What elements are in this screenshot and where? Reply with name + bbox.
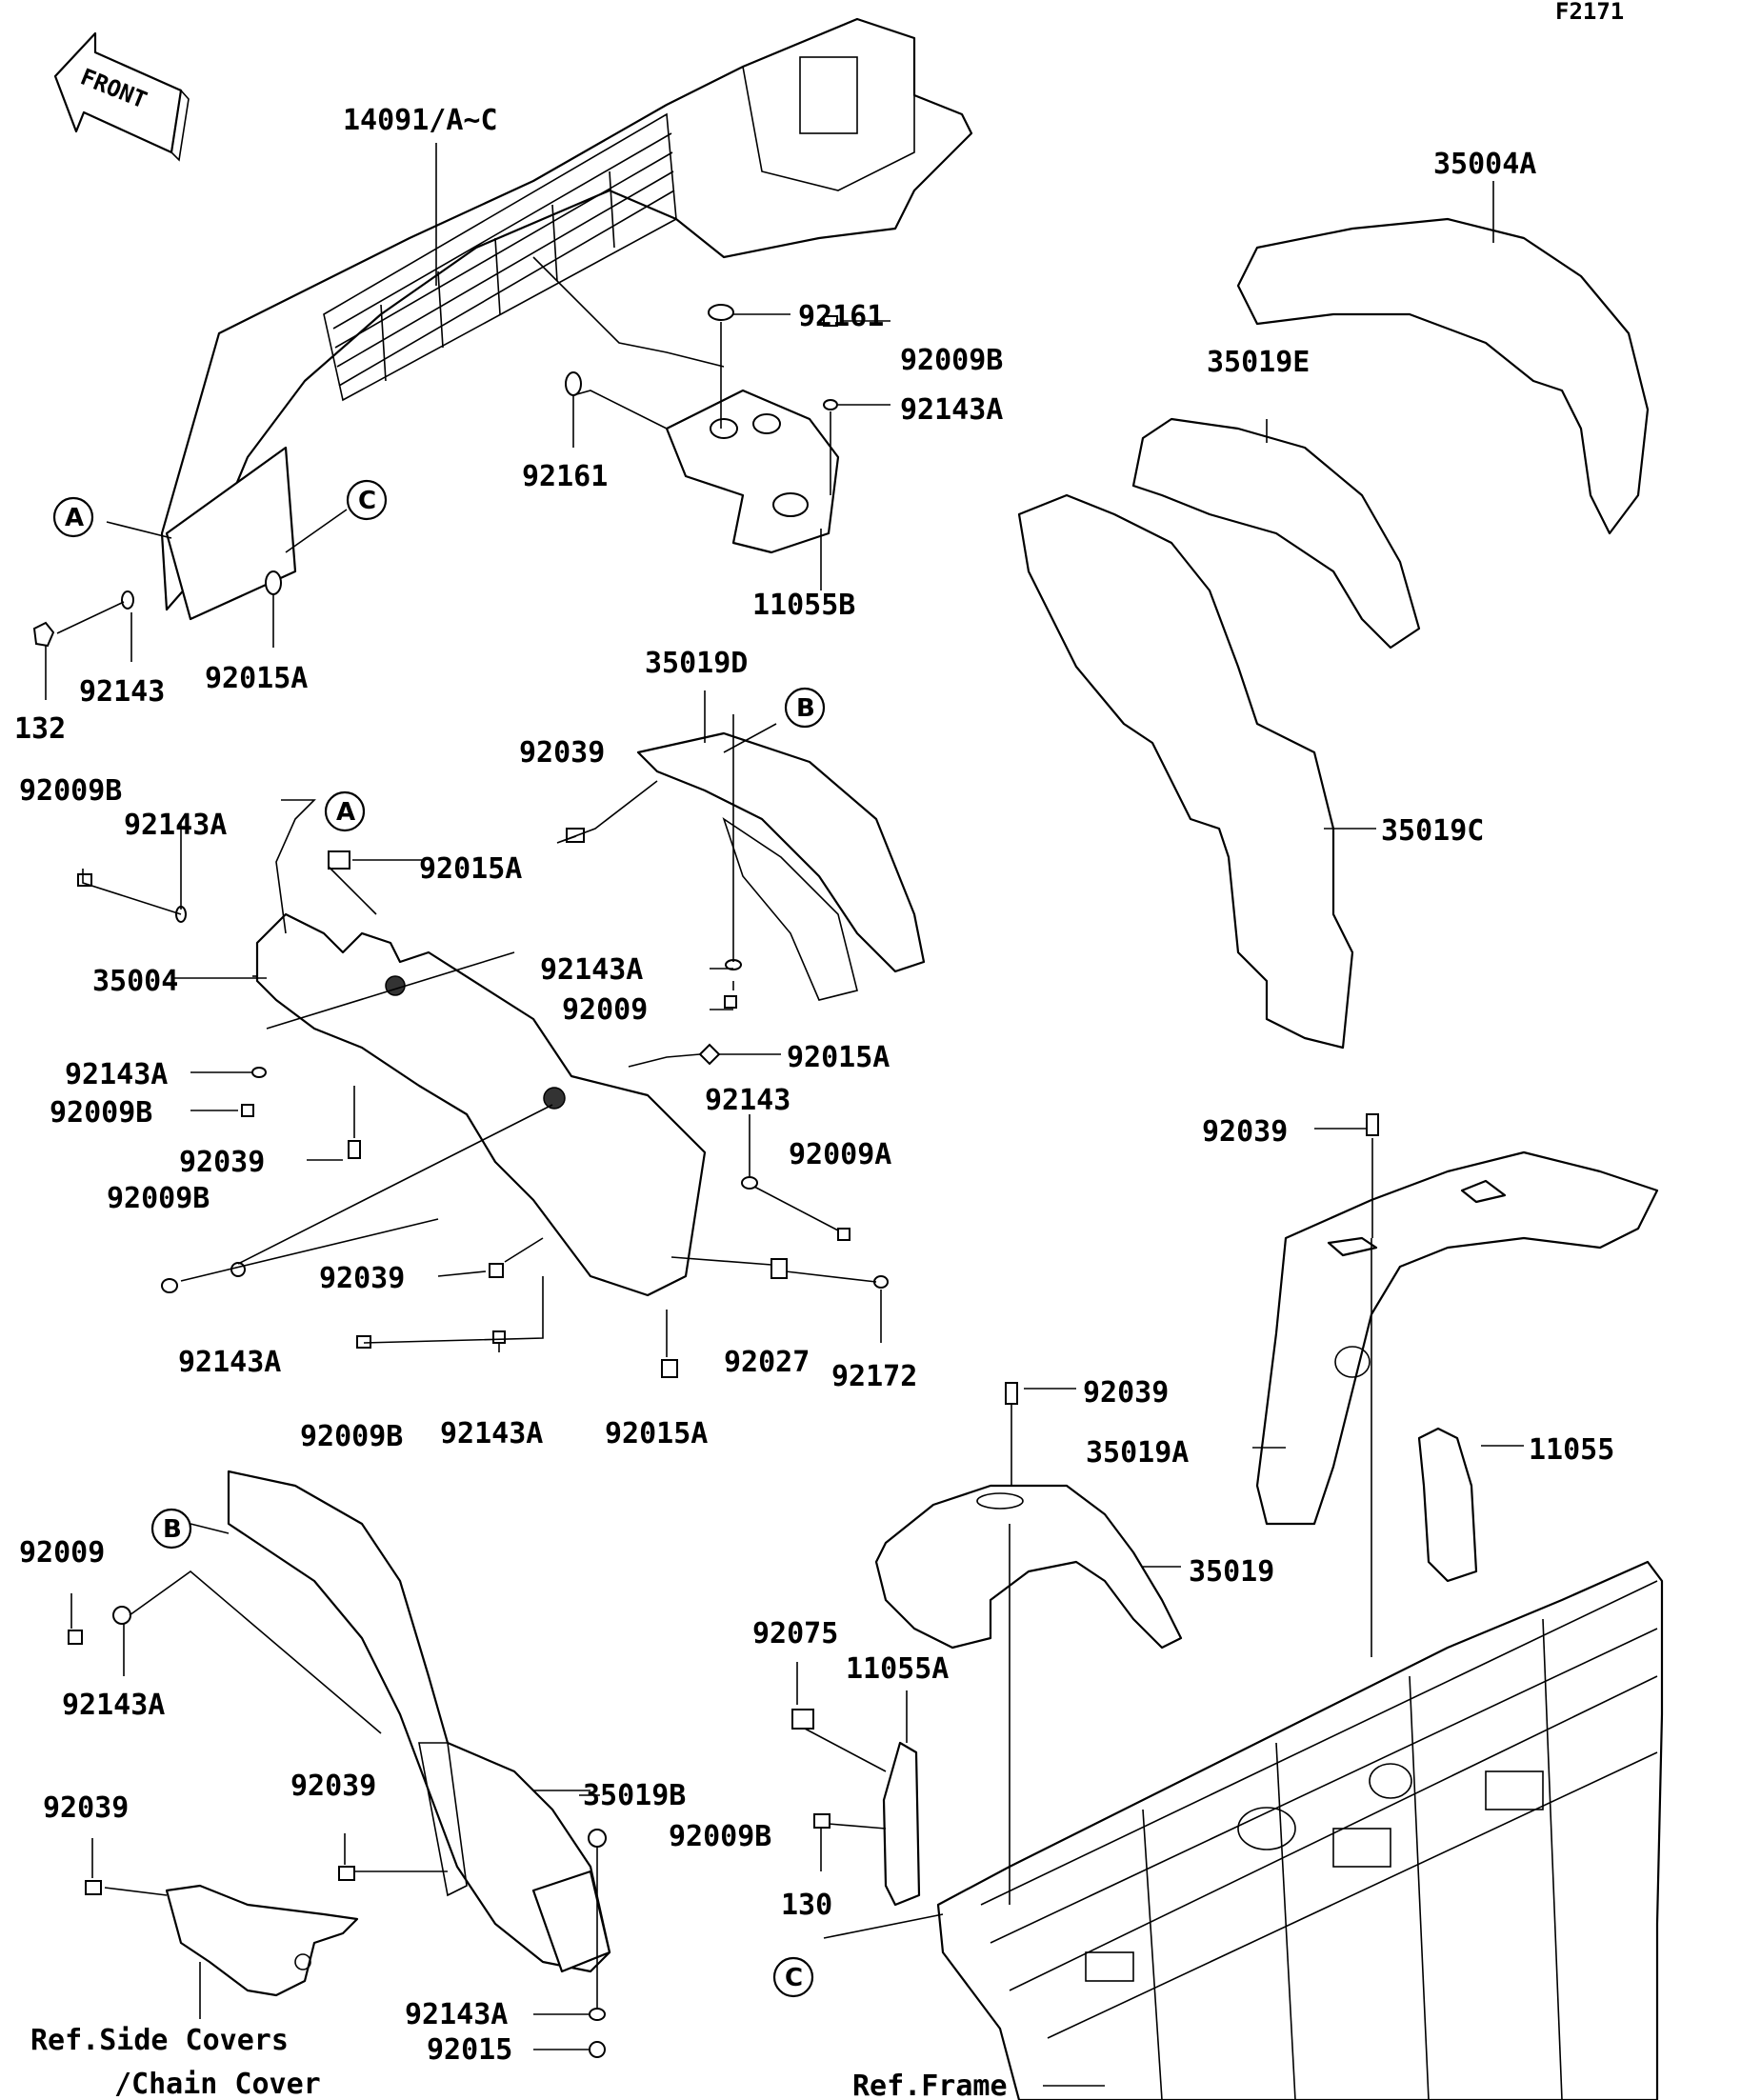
label-11055a: 11055A — [846, 1652, 949, 1686]
frame-ref-part — [936, 1560, 1664, 2100]
label-35004: 35004 — [92, 965, 178, 998]
fender-35019c-part — [1017, 493, 1354, 1050]
label-92039-a: 92039 — [519, 736, 605, 770]
label-92039-f: 92039 — [290, 1770, 376, 1803]
svg-text:C: C — [358, 487, 376, 515]
fender-35004a-part — [1236, 217, 1650, 535]
label-92015a-top: 92015A — [205, 662, 308, 695]
fender-35019a-part — [1255, 1150, 1659, 1526]
label-92075: 92075 — [752, 1617, 838, 1650]
label-92009a: 92009A — [789, 1138, 891, 1171]
svg-text:B: B — [163, 1515, 182, 1544]
label-92015: 92015 — [427, 2033, 512, 2067]
fender-35019b-part — [227, 1470, 611, 1973]
callout-a-mid: A — [324, 790, 366, 832]
bracket-11055b-part — [665, 389, 840, 554]
fender-35004-part — [255, 912, 707, 1297]
leader-lines — [45, 143, 1524, 2087]
label-92009b-c: 92009B — [107, 1182, 210, 1215]
front-arrow-icon: FRONT — [53, 31, 190, 162]
label-92161-top: 92161 — [798, 300, 884, 333]
label-92143-top: 92143 — [79, 675, 165, 709]
svg-text:A: A — [336, 798, 355, 827]
label-14091: 14091/A~C — [343, 104, 498, 137]
label-92009-a: 92009 — [562, 993, 648, 1027]
label-92143a-f: 92143A — [62, 1689, 165, 1722]
label-92143a-b: 92143A — [540, 953, 643, 987]
label-92143a-d: 92143A — [178, 1346, 281, 1379]
label-92027: 92027 — [724, 1346, 810, 1379]
fender-35019-part — [874, 1484, 1183, 1650]
label-92039-g: 92039 — [43, 1791, 129, 1825]
label-35019: 35019 — [1189, 1555, 1274, 1589]
label-92143a-g: 92143A — [405, 1998, 508, 2031]
label-132: 132 — [14, 712, 66, 746]
callout-c-bottom: C — [772, 1956, 814, 1998]
label-35004a: 35004A — [1433, 148, 1536, 181]
label-35019c: 35019C — [1381, 814, 1484, 848]
label-35019e: 35019E — [1207, 346, 1310, 379]
fender-35019e-part — [1131, 417, 1421, 650]
part-labels: 14091/A~C 35004A 92161 92009B 92143A 350… — [14, 104, 1614, 2067]
label-92039-c: 92039 — [319, 1262, 405, 1295]
label-92015a-a: 92015A — [419, 852, 522, 886]
label-92039-e: 92039 — [1202, 1115, 1288, 1149]
ref-side-covers-line1: Ref.Side Covers — [30, 2024, 289, 2057]
label-92009-b: 92009 — [19, 1536, 105, 1570]
label-92015a-b: 92015A — [787, 1041, 890, 1074]
svg-text:C: C — [785, 1964, 803, 1992]
label-92172: 92172 — [831, 1360, 917, 1393]
label-35019d: 35019D — [645, 647, 748, 680]
svg-text:A: A — [65, 504, 84, 532]
label-35019a: 35019A — [1086, 1436, 1189, 1470]
label-130: 130 — [781, 1889, 832, 1922]
label-92143a-top: 92143A — [900, 393, 1003, 427]
label-92039-b: 92039 — [179, 1146, 265, 1179]
label-35019b: 35019B — [583, 1779, 686, 1812]
callout-a-top: A — [52, 496, 94, 538]
label-92015a-c: 92015A — [605, 1417, 708, 1450]
grille-part — [160, 17, 973, 621]
label-92039-d: 92039 — [1083, 1376, 1169, 1410]
bracket-11055a-part — [882, 1741, 921, 1907]
label-92009b-b: 92009B — [50, 1096, 152, 1130]
callout-c-top: C — [346, 479, 388, 521]
label-92143a-c: 92143A — [65, 1058, 168, 1091]
svg-text:B: B — [796, 694, 815, 723]
side-cover-ref-part — [165, 1884, 359, 1997]
figure-code: F2171 — [1555, 0, 1624, 25]
label-92161-left: 92161 — [522, 460, 608, 493]
label-92009b-e: 92009B — [669, 1820, 771, 1853]
ref-frame: Ref.Frame — [852, 2070, 1008, 2100]
callout-b-bottom: B — [150, 1508, 192, 1550]
callout-b-mid: B — [784, 687, 826, 729]
label-92143-b: 92143 — [705, 1084, 790, 1117]
label-92009b-a: 92009B — [19, 774, 122, 808]
label-92143a-e: 92143A — [440, 1417, 543, 1450]
fender-35019d-part — [636, 731, 926, 1001]
label-11055: 11055 — [1529, 1433, 1614, 1467]
label-11055b: 11055B — [752, 589, 855, 622]
label-92009b-top: 92009B — [900, 344, 1003, 377]
bracket-11055-part — [1417, 1427, 1478, 1583]
label-92009b-d: 92009B — [300, 1420, 403, 1453]
label-92143a-a: 92143A — [124, 809, 227, 842]
ref-side-covers-line2: /Chain Cover — [114, 2068, 321, 2100]
